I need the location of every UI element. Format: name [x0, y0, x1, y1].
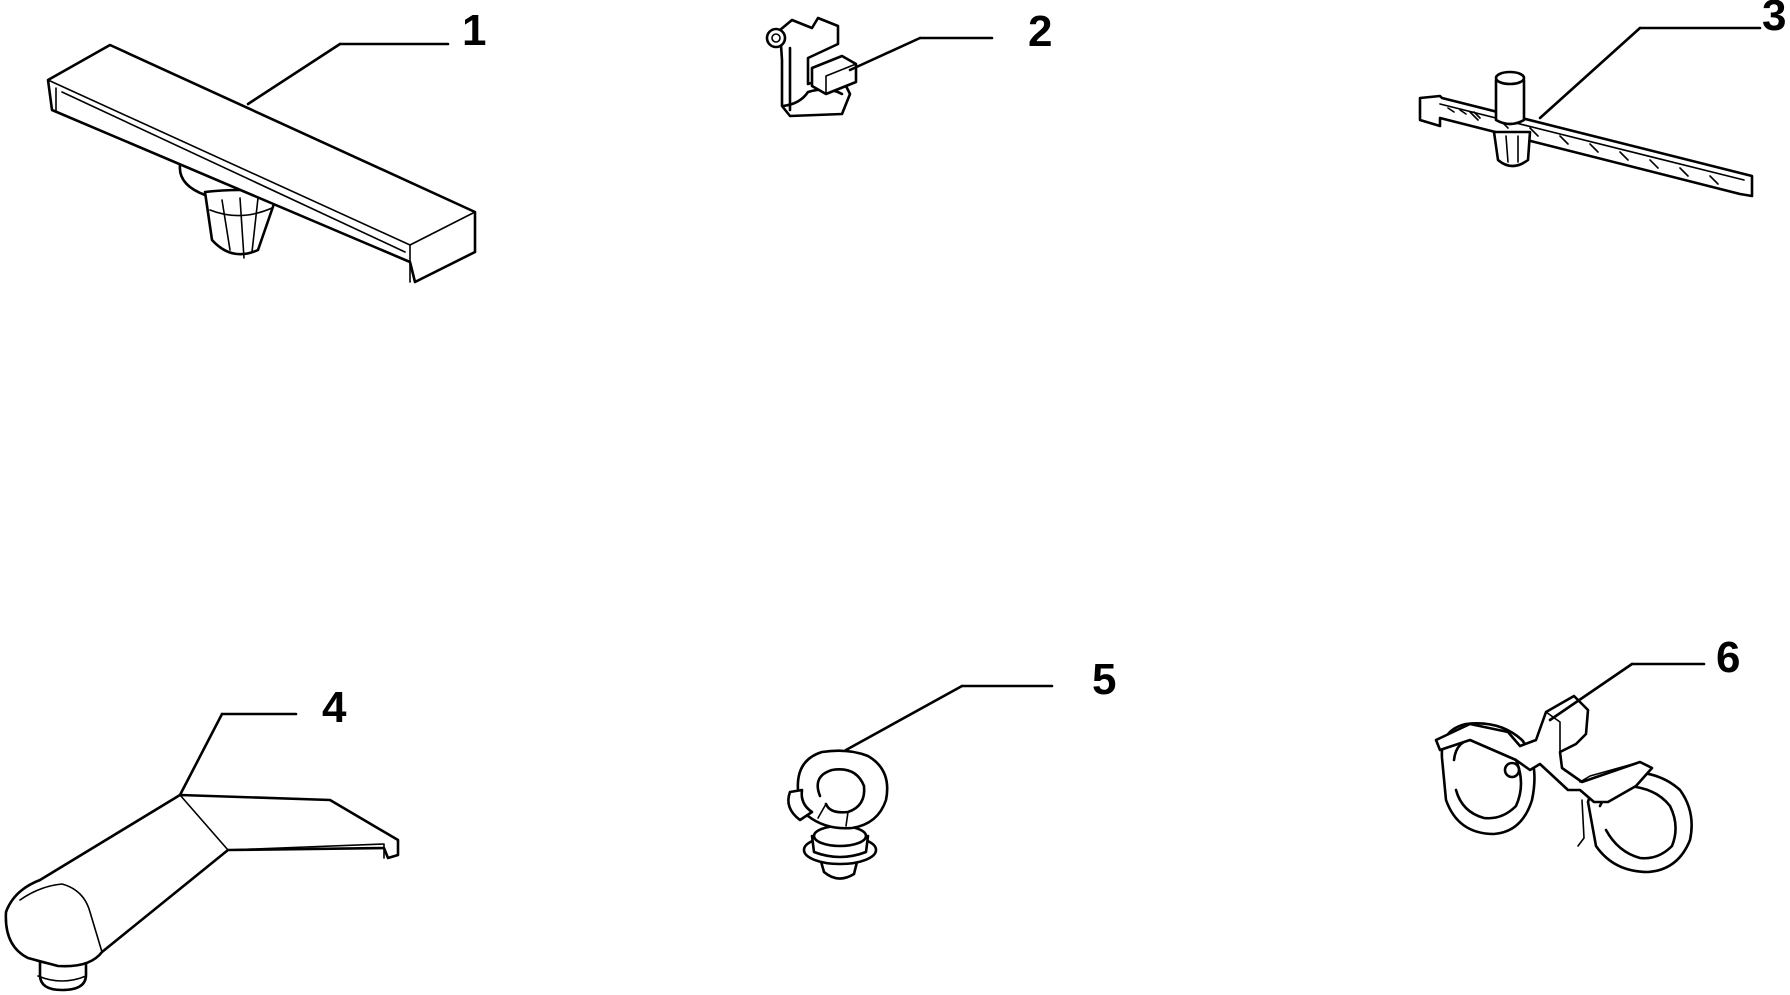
part-6-double-hose-clamp: 6 — [1434, 633, 1740, 874]
part-number-5: 5 — [1092, 655, 1116, 704]
part-5-loop-clip: 5 — [787, 655, 1116, 880]
part-number-1: 1 — [462, 6, 486, 55]
part-1-channel-clip: 1 — [46, 6, 486, 284]
part-4-angled-clip: 4 — [4, 683, 400, 992]
part-number-6: 6 — [1716, 633, 1740, 682]
part-number-2: 2 — [1028, 7, 1052, 56]
part-number-4: 4 — [322, 683, 347, 732]
part-3-cable-tie: 3 — [1418, 0, 1786, 198]
part-number-3: 3 — [1762, 0, 1786, 40]
part-2-spring-clip: 2 — [765, 7, 1052, 118]
